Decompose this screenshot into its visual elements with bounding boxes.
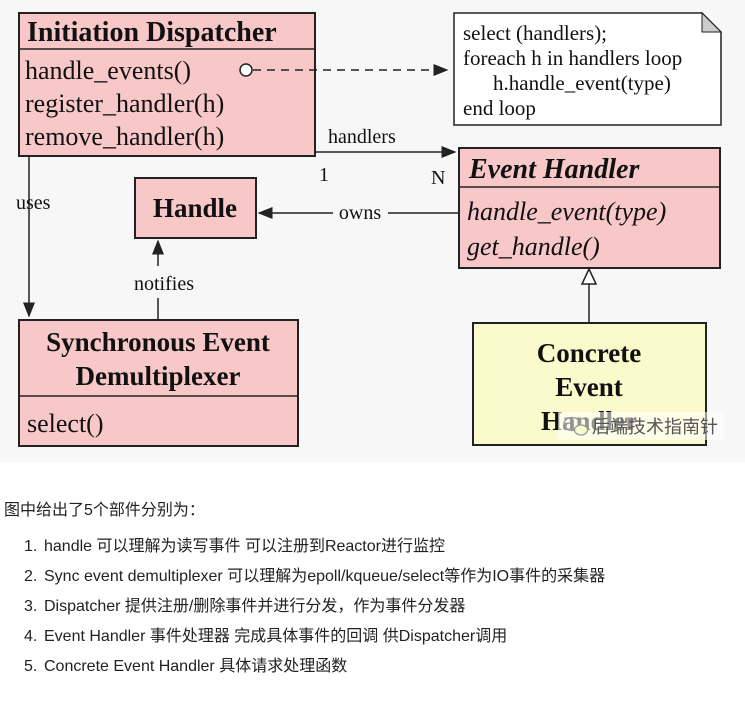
- dispatcher-method-remove-handler: remove_handler(h): [25, 122, 224, 151]
- multiplicity-n: N: [431, 167, 445, 189]
- demultiplexer-class: Synchronous Event Demultiplexer select(): [18, 319, 299, 447]
- initiation-dispatcher-class: Initiation Dispatcher handle_events() re…: [18, 12, 316, 157]
- event-handler-method-handle-event: handle_event(type): [467, 197, 666, 226]
- handle-class: Handle: [134, 177, 257, 239]
- note-link: [239, 63, 449, 77]
- list-item: 5.Concrete Event Handler 具体请求处理函数: [24, 658, 348, 675]
- handle-events-note: select (handlers); foreach h in handlers…: [453, 11, 723, 126]
- event-handler-title: Event Handler: [468, 154, 640, 185]
- handlers-label: handlers: [328, 126, 396, 148]
- demux-title-line-1: Synchronous Event: [46, 327, 270, 357]
- owns-association: owns: [257, 202, 459, 224]
- multiplicity-one: 1: [319, 164, 329, 186]
- owns-label: owns: [339, 202, 381, 224]
- dispatcher-method-register-handler: register_handler(h): [25, 89, 224, 118]
- note-link-anchor: [239, 63, 253, 77]
- list-item: 4.Event Handler 事件处理器 完成具体事件的回调 供Dispatc…: [24, 628, 508, 645]
- handle-title: Handle: [153, 193, 237, 223]
- notifies-label: notifies: [134, 273, 194, 295]
- concrete-title-line-1: Concrete: [537, 338, 641, 368]
- watermark-text: 后端技术指南针: [592, 417, 718, 438]
- demux-title-line-2: Demultiplexer: [76, 361, 241, 391]
- note-line-4: end loop: [463, 96, 536, 120]
- note-line-3: h.handle_event(type): [493, 71, 671, 95]
- concrete-title-line-2: Event: [555, 372, 623, 402]
- demux-method-select: select(): [27, 409, 104, 438]
- note-line-2: foreach h in handlers loop: [463, 46, 682, 70]
- uses-association: uses: [16, 156, 51, 318]
- note-fold-corner: [701, 11, 723, 33]
- reactor-pattern-diagram: Initiation Dispatcher handle_events() re…: [16, 11, 724, 447]
- event-handler-method-get-handle: get_handle(): [467, 232, 600, 261]
- note-line-1: select (handlers);: [463, 21, 607, 45]
- dispatcher-method-handle-events: handle_events(): [25, 56, 191, 85]
- inheritance-triangle: [580, 267, 598, 285]
- component-list: 1.handle 可以理解为读写事件 可以注册到Reactor进行监控 2.Sy…: [24, 532, 605, 682]
- dispatcher-title: Initiation Dispatcher: [27, 17, 277, 48]
- list-item: 2.Sync event demultiplexer 可以理解为epoll/kq…: [24, 568, 606, 585]
- wechat-icon: [563, 416, 589, 436]
- notifies-association: notifies: [134, 239, 194, 320]
- list-item: 1.handle 可以理解为读写事件 可以注册到Reactor进行监控: [24, 538, 445, 555]
- handlers-association: handlers 1 N: [315, 126, 457, 189]
- uses-label: uses: [16, 192, 51, 214]
- watermark: 后端技术指南针: [558, 412, 724, 440]
- list-item: 3.Dispatcher 提供注册/删除事件并进行分发，作为事件分发器: [24, 598, 466, 615]
- article-intro: 图中给出了5个部件分别为：: [4, 502, 205, 519]
- inheritance-link: [580, 267, 598, 323]
- event-handler-class: Event Handler handle_event(type) get_han…: [458, 147, 721, 269]
